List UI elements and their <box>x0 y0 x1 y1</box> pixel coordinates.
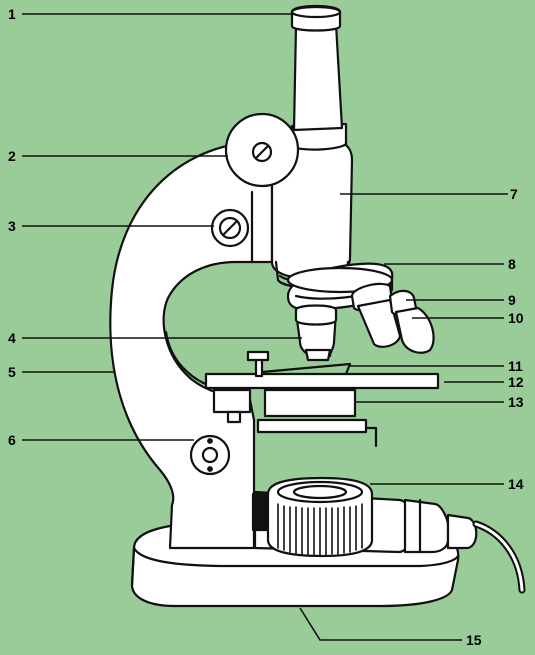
label-13: 13 <box>508 394 524 410</box>
leader-line-15 <box>299 607 462 641</box>
condenser-knob <box>189 434 231 476</box>
label-10: 10 <box>508 310 524 326</box>
fine-knob <box>210 208 250 248</box>
label-12: 12 <box>508 374 524 390</box>
label-8: 8 <box>508 256 516 272</box>
label-14: 14 <box>508 476 524 492</box>
label-2: 2 <box>8 148 16 164</box>
stage <box>204 350 440 390</box>
label-7: 7 <box>510 186 518 202</box>
objectives <box>294 282 435 362</box>
condenser <box>212 388 378 448</box>
label-3: 3 <box>8 218 16 234</box>
illuminator <box>251 476 526 594</box>
coarse-knob <box>224 112 300 188</box>
label-6: 6 <box>8 432 16 448</box>
label-11: 11 <box>508 358 523 374</box>
label-15: 15 <box>466 632 482 648</box>
label-1: 1 <box>8 6 16 22</box>
label-4: 4 <box>8 330 16 346</box>
label-5: 5 <box>8 364 16 380</box>
label-9: 9 <box>508 292 516 308</box>
